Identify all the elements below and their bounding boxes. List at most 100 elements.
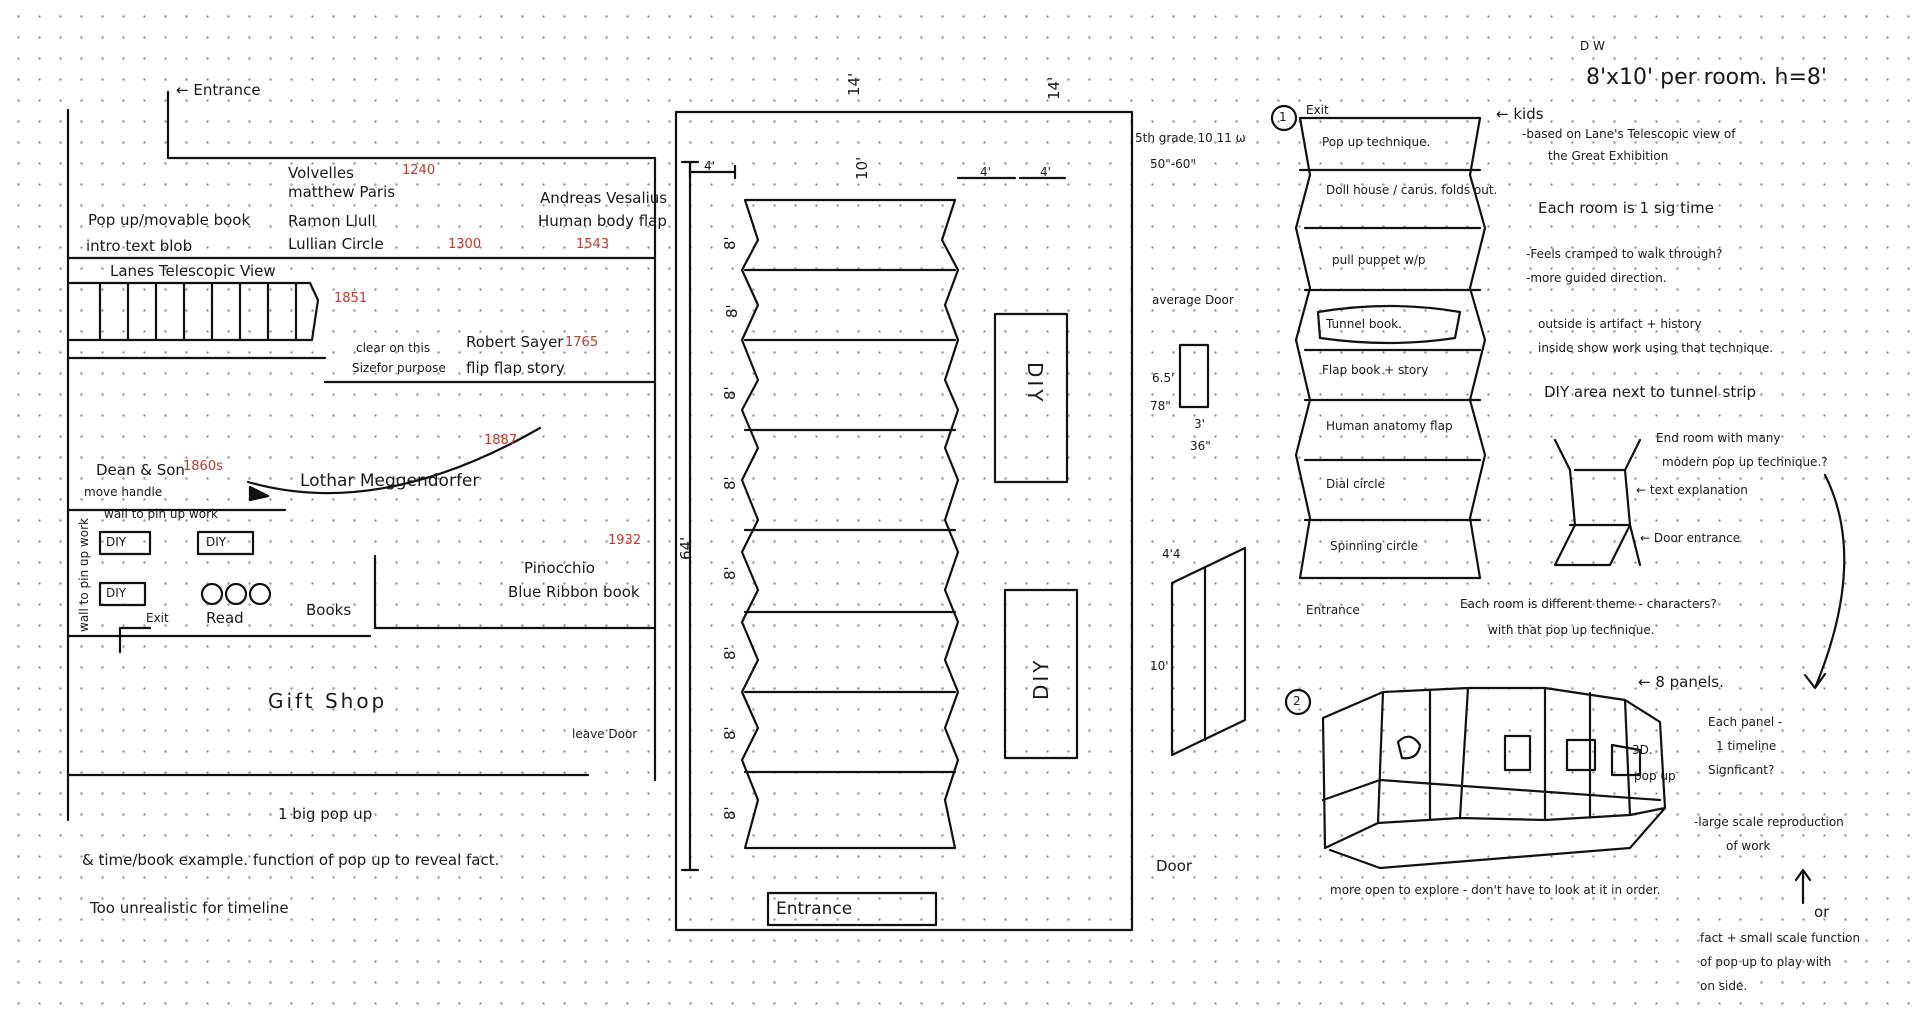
- on-side-label: on side.: [1700, 979, 1748, 993]
- diy-area-upper: [993, 312, 1069, 484]
- books-label: Books: [306, 601, 352, 619]
- panel2-entrance-box: [766, 891, 938, 927]
- note-time-book: & time/book example. function of pop up …: [82, 851, 500, 869]
- entrance-bottom-label: Entrance: [776, 899, 853, 919]
- large-scale-label: -large scale reproduction: [1694, 815, 1844, 829]
- room-2: Doll house / carus. folds out.: [1326, 183, 1498, 197]
- door-78: 78": [1150, 399, 1171, 413]
- ramon-llull-label: Ramon Llull: [288, 212, 376, 230]
- matthew-paris-label: matthew Paris: [288, 183, 396, 201]
- door-44: 4'4: [1162, 547, 1181, 561]
- room-5: Flap book + story: [1322, 363, 1429, 377]
- dean-son-label: Dean & Son: [96, 461, 185, 479]
- or-label: or: [1814, 903, 1830, 921]
- flip-flap-story-label: flip flap story: [466, 359, 565, 377]
- average-door-label: average Door: [1152, 293, 1234, 307]
- sizefor-purpose-label: Sizefor purpose: [352, 361, 446, 375]
- outside-label: outside is artifact + history: [1538, 317, 1702, 331]
- leave-door-label: leave Door: [572, 727, 638, 741]
- timeline-label: 1 timeline: [1716, 739, 1777, 753]
- wall-to-pin-label: wall to pin up work: [104, 507, 218, 521]
- human-body-flap-label: Human body flap: [538, 212, 667, 230]
- blue-ribbon-label: Blue Ribbon book: [508, 583, 640, 601]
- exit-label-3: Exit: [1306, 103, 1329, 117]
- read-label: Read: [206, 609, 244, 627]
- of-pop-up-label: of pop up to play with: [1700, 955, 1832, 969]
- panel1-curve: [246, 426, 542, 495]
- great-exhibition-label: the Great Exhibition: [1548, 149, 1669, 163]
- dim-8-1: 8': [721, 236, 739, 250]
- room-1: Pop up technique.: [1322, 135, 1431, 149]
- year-1240: 1240: [402, 163, 436, 178]
- year-1887: 1887: [484, 433, 518, 448]
- room-6: Human anatomy flap: [1326, 419, 1453, 433]
- of-work-label: of work: [1726, 839, 1771, 853]
- circle-2-label: 2: [1293, 694, 1301, 708]
- volvelles-label: Volvelles: [288, 164, 354, 182]
- door-entrance-label: ← Door entrance: [1640, 531, 1741, 545]
- pop-up-movable-label: Pop up/movable book: [88, 211, 251, 229]
- diy-area-label: DIY area next to tunnel strip: [1544, 383, 1757, 401]
- door-3: 3': [1194, 417, 1205, 431]
- lanes-telescopic-label: Lanes Telescopic View: [110, 262, 276, 280]
- move-handle-label: move handle: [84, 485, 163, 499]
- panorama-panels: [1321, 686, 1667, 870]
- note-unrealistic: Too unrealistic for timeline: [90, 899, 289, 917]
- panel1-exit-arrow: [118, 626, 152, 654]
- dw-label: D W: [1580, 39, 1605, 53]
- diy-box-3: DIY: [106, 586, 127, 600]
- diy-upper-label: DIY: [1023, 362, 1047, 405]
- dim-14-right: 14': [1045, 76, 1063, 100]
- feels-cramped-label: -Feels cramped to walk through?: [1526, 247, 1723, 261]
- room-3: pull puppet w/p: [1332, 253, 1426, 267]
- each-panel-label: Each panel -: [1708, 715, 1783, 729]
- panel2-tunnel: [740, 198, 960, 850]
- room-4: Tunnel book.: [1326, 317, 1402, 331]
- inside-label: inside show work using that technique.: [1538, 341, 1774, 355]
- door-65: 6.5': [1152, 371, 1175, 385]
- room-8: Spinning circle: [1330, 539, 1419, 553]
- panel3-tunnel-strip: [1294, 116, 1487, 580]
- panel2-64-line: [680, 160, 700, 872]
- entrance-label: ← Entrance: [176, 81, 261, 99]
- dim-4-right: 4': [980, 165, 991, 179]
- end-room-label: End room with many: [1656, 431, 1781, 445]
- dim-8-2: 8': [723, 304, 741, 318]
- room-7: Dial circle: [1326, 477, 1385, 491]
- dim-8-3: 8': [721, 386, 739, 400]
- dim-64: 64': [677, 536, 695, 560]
- dim-8-4: 8': [721, 476, 739, 490]
- year-1765: 1765: [565, 335, 599, 350]
- dim-10: 10': [853, 156, 871, 180]
- dim-4-right-2: 4': [1040, 165, 1051, 179]
- dim-4-left: 4': [704, 159, 715, 173]
- with-that-label: with that pop up technique.: [1488, 623, 1655, 637]
- more-open-label: more open to explore - don't have to loo…: [1330, 883, 1661, 897]
- diy-box-1: DIY: [106, 535, 127, 549]
- panels8-label: ← 8 panels.: [1638, 673, 1724, 691]
- door-36: 36": [1190, 439, 1211, 453]
- door-label: Door: [1156, 857, 1193, 875]
- per-room-label: 8'x10' per room. h=8': [1586, 65, 1827, 90]
- dim-8-5: 8': [721, 566, 739, 580]
- note-big-pop-up: 1 big pop up: [278, 805, 373, 823]
- dim-8-7: 8': [721, 726, 739, 740]
- exit-label: Exit: [146, 611, 169, 625]
- gift-shop-label: Gift Shop: [268, 689, 388, 713]
- fact-small-label: fact + small scale function: [1700, 931, 1861, 945]
- panel1-top-wall: [166, 90, 657, 782]
- fifth-grade-label: 5th grade 10 11 ω: [1135, 131, 1246, 145]
- pinocchio-label: Pinocchio: [524, 559, 595, 577]
- intro-text-blob-label: intro text blob: [86, 237, 193, 255]
- year-1851: 1851: [334, 291, 368, 306]
- diy-lower-label: DIY: [1029, 657, 1053, 700]
- year-1300: 1300: [448, 237, 482, 252]
- pop-up-panel-label: pop up: [1634, 769, 1676, 783]
- signficant-label: Signficant?: [1708, 763, 1775, 777]
- diy-area-lower: [1003, 588, 1079, 760]
- entrance-label-3: Entrance: [1306, 603, 1360, 617]
- kids-label: ← kids: [1496, 105, 1544, 123]
- dim-14-top: 14': [845, 72, 863, 96]
